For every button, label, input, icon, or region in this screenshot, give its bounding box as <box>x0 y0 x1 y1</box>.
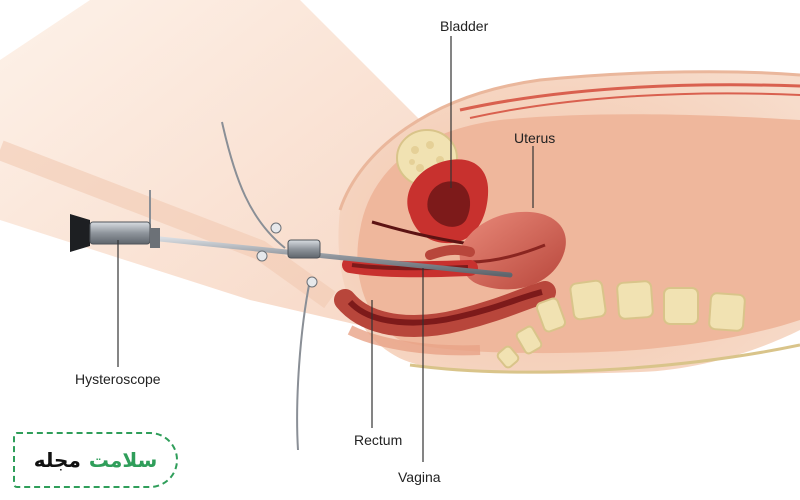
label-vagina: Vagina <box>398 469 441 485</box>
label-uterus: Uterus <box>514 130 555 146</box>
valve-knob-1 <box>257 251 267 261</box>
scope-handle <box>90 222 150 244</box>
label-rectum: Rectum <box>354 432 402 448</box>
valve-knob-2 <box>271 223 281 233</box>
label-bladder: Bladder <box>440 18 488 34</box>
brand-word-black: مجله <box>34 448 81 472</box>
brand-badge: سلامت مجله <box>13 432 178 488</box>
scope-eyepiece <box>70 214 90 252</box>
cervix <box>430 250 470 255</box>
scope-valve <box>288 240 320 258</box>
valve-knob-3 <box>307 277 317 287</box>
brand-word-green: سلامت <box>89 448 157 472</box>
label-hysteroscope: Hysteroscope <box>75 371 161 387</box>
scope-body <box>150 228 160 248</box>
